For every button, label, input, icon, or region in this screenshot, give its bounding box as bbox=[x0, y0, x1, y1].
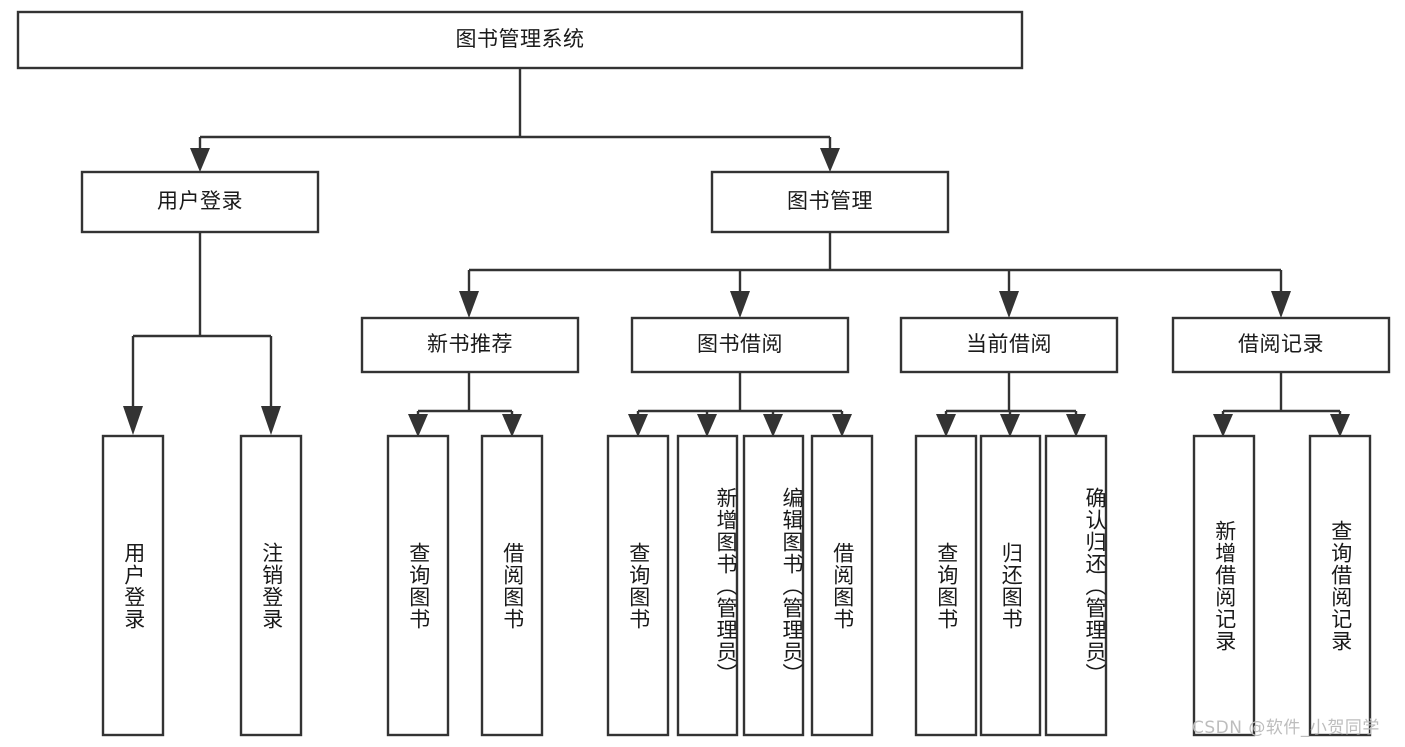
node-box-bookmgmt[interactable] bbox=[710, 170, 950, 234]
node-box-current[interactable] bbox=[899, 316, 1119, 374]
node-box-leaf9[interactable] bbox=[914, 434, 978, 737]
connector-newbook-to-leaves bbox=[408, 372, 522, 437]
node-box-newbook[interactable] bbox=[360, 316, 580, 374]
node-box-leaf11[interactable] bbox=[1044, 434, 1108, 737]
node-box-leaf5[interactable] bbox=[606, 434, 670, 737]
node-box-borrow[interactable] bbox=[630, 316, 850, 374]
node-box-login[interactable] bbox=[80, 170, 320, 234]
connector-current-to-leaves bbox=[936, 372, 1086, 437]
connector-login-to-leaves bbox=[123, 232, 281, 435]
node-box-leaf6[interactable] bbox=[676, 434, 739, 737]
node-box-leaf4[interactable] bbox=[480, 434, 544, 737]
connector-bookmgmt-to-level3 bbox=[459, 232, 1291, 318]
node-box-leaf3[interactable] bbox=[386, 434, 450, 737]
node-box-leaf13[interactable] bbox=[1308, 434, 1372, 737]
node-box-leaf10[interactable] bbox=[979, 434, 1042, 737]
connector-root-to-level2 bbox=[190, 68, 840, 172]
node-box-leaf2[interactable] bbox=[239, 434, 303, 737]
node-box-leaf7[interactable] bbox=[742, 434, 805, 737]
connector-records-to-leaves bbox=[1213, 372, 1350, 437]
node-box-leaf8[interactable] bbox=[810, 434, 874, 737]
node-box-records[interactable] bbox=[1171, 316, 1391, 374]
node-box-root[interactable] bbox=[16, 10, 1024, 70]
connector-borrow-to-leaves bbox=[628, 372, 852, 437]
node-box-leaf12[interactable] bbox=[1192, 434, 1256, 737]
node-box-leaf1[interactable] bbox=[101, 434, 165, 737]
